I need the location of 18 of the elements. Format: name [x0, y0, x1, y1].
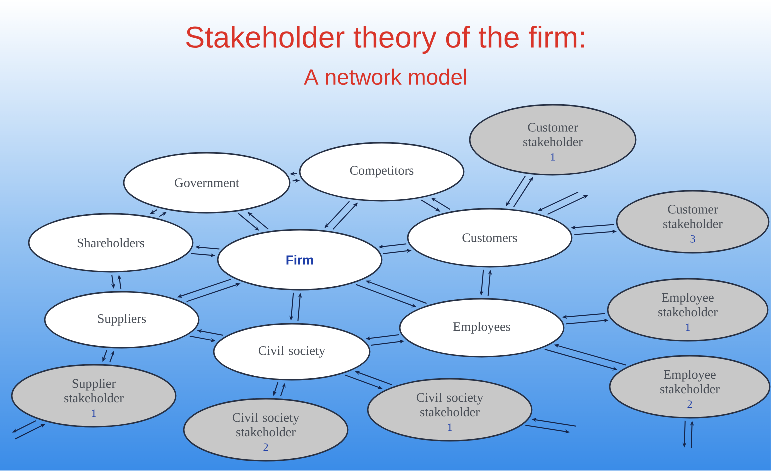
ellipse-node: Customers — [407, 208, 573, 268]
ellipse-node: Government — [123, 152, 291, 214]
ellipse-node: Civil society — [213, 323, 371, 381]
title: Stakeholder theory of the firm: — [186, 26, 584, 54]
ellipse-node: Shareholders — [28, 213, 194, 273]
ellipse-node: Civil society stakeholder 1 — [367, 378, 533, 442]
ellipse-node: Competitors — [299, 142, 465, 202]
ellipse-node: Supplier stakeholder 1 — [11, 364, 177, 428]
ellipse-node: Customer stakeholder 1 — [469, 104, 637, 176]
ellipse-node: Firm — [217, 229, 383, 291]
ellipse-node: Customer stakeholder 3 — [616, 190, 770, 254]
subtitle: A network model — [304, 68, 466, 86]
arrow — [238, 213, 260, 231]
ellipse-node: Employee stakeholder 1 — [607, 278, 769, 342]
ellipse-node: Employees — [399, 298, 565, 358]
ellipse-node: Employee stakeholder 2 — [609, 355, 771, 419]
ellipse-node: Suppliers — [44, 291, 200, 349]
ellipse-node: Civil society stakeholder 2 — [183, 398, 349, 462]
